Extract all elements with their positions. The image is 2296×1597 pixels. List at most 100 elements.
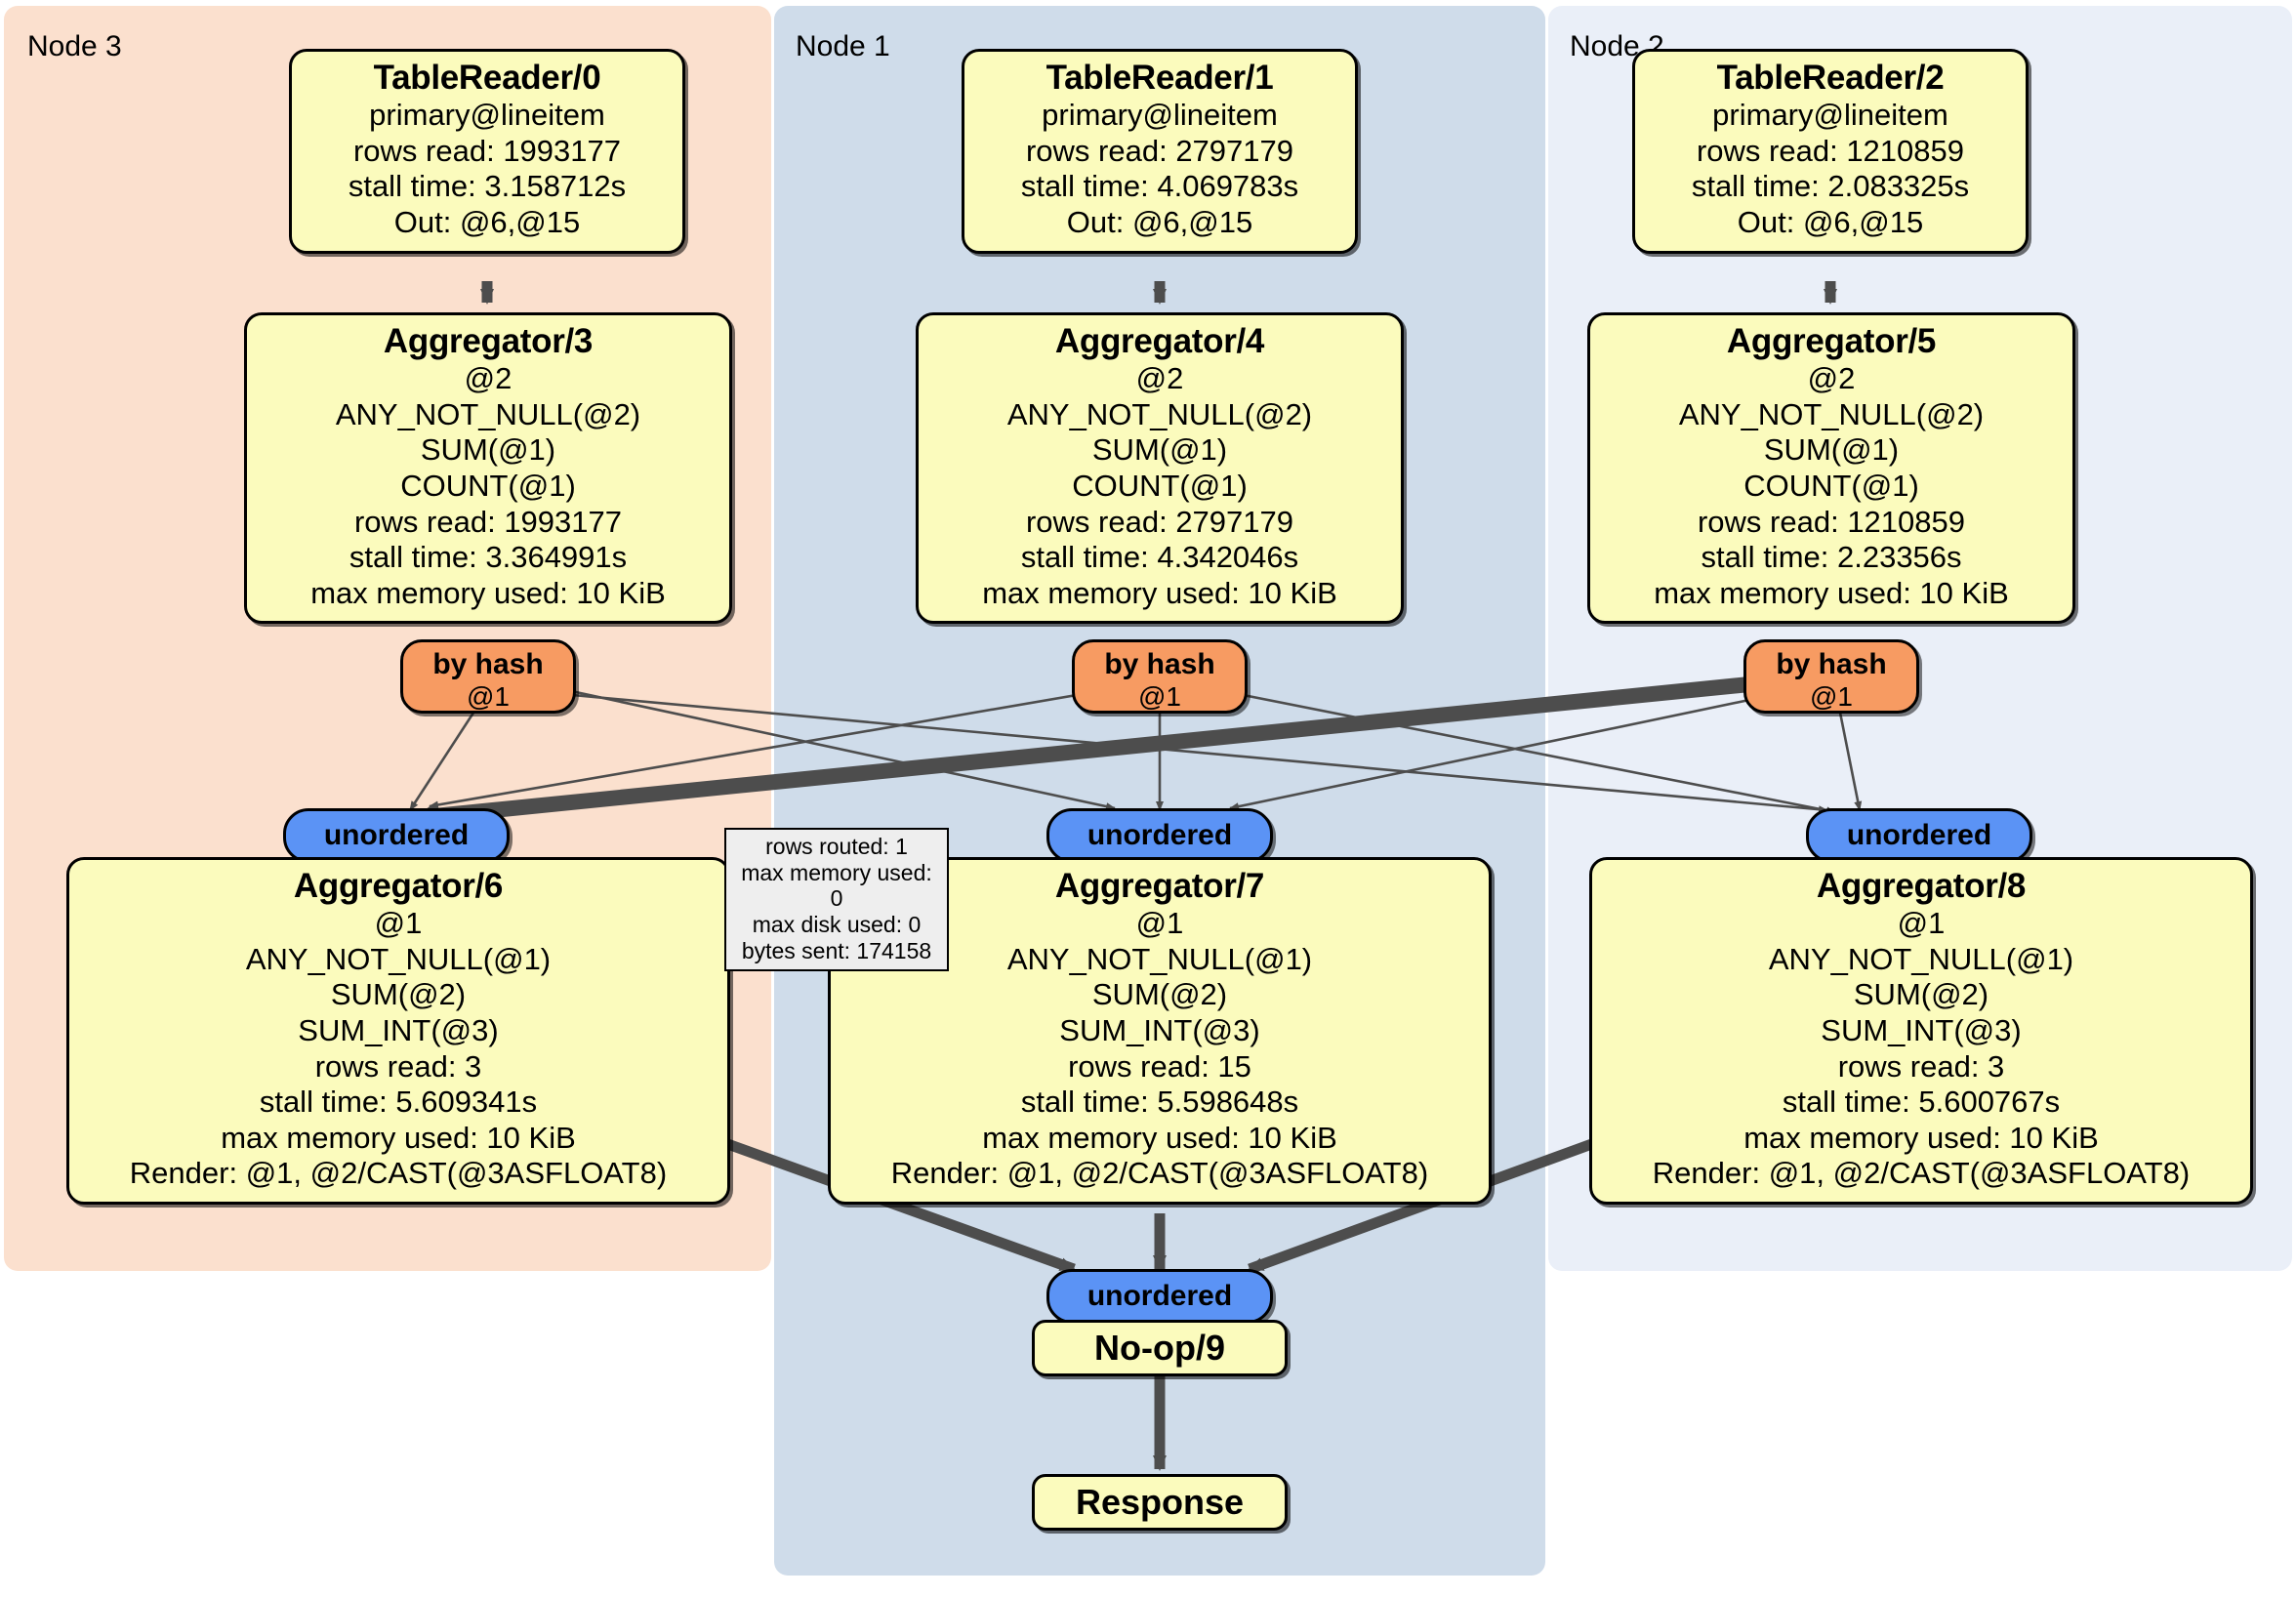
operator-detail: ANY_NOT_NULL(@1) bbox=[245, 941, 552, 976]
operator-detail: stall time: 3.158712s bbox=[348, 169, 627, 204]
operator-detail: rows read: 1993177 bbox=[353, 504, 623, 539]
operator-detail: rows read: 2797179 bbox=[1025, 504, 1294, 539]
operator-detail: @1 bbox=[1897, 906, 1946, 941]
tooltip-line: bytes sent: 174158 bbox=[741, 937, 932, 963]
edge-bh5-un6-highlighted bbox=[411, 673, 1789, 830]
operator-no-op-9[interactable]: No-op/9 bbox=[1032, 1320, 1288, 1376]
edge-stats-tooltip: rows routed: 1 max memory used: 0 max di… bbox=[724, 828, 949, 972]
synchronizer-unordered-6[interactable]: unordered bbox=[283, 808, 510, 863]
operator-detail: Render: @1, @2/CAST(@3ASFLOAT8) bbox=[1652, 1156, 2191, 1191]
operator-detail: @1 bbox=[374, 906, 423, 941]
operator-detail: ANY_NOT_NULL(@1) bbox=[1006, 941, 1313, 976]
synchronizer-unordered-8[interactable]: unordered bbox=[1806, 808, 2032, 863]
synchronizer-label: unordered bbox=[1846, 819, 1992, 852]
operator-detail: rows read: 3 bbox=[1837, 1048, 2005, 1084]
operator-detail: Render: @1, @2/CAST(@3ASFLOAT8) bbox=[890, 1156, 1429, 1191]
operator-detail: SUM_INT(@3) bbox=[1821, 1013, 2022, 1048]
synchronizer-unordered-7[interactable]: unordered bbox=[1046, 808, 1273, 863]
operator-table-reader-1[interactable]: TableReader/1 primary@lineitem rows read… bbox=[962, 49, 1358, 254]
operator-detail: ANY_NOT_NULL(@1) bbox=[1768, 941, 2074, 976]
operator-detail: primary@lineitem bbox=[1042, 98, 1278, 133]
operator-title: TableReader/1 bbox=[1046, 59, 1274, 97]
operator-detail: rows read: 1210859 bbox=[1697, 504, 1966, 539]
operator-detail: Out: @6,@15 bbox=[1066, 205, 1253, 240]
edge-agg6-un9 bbox=[720, 1136, 1076, 1275]
operator-detail: SUM(@1) bbox=[1091, 432, 1228, 468]
operator-detail: stall time: 3.364991s bbox=[348, 540, 628, 575]
operator-detail: SUM_INT(@3) bbox=[1059, 1013, 1260, 1048]
operator-detail: COUNT(@1) bbox=[400, 469, 576, 504]
operator-detail: Out: @6,@15 bbox=[1737, 205, 1924, 240]
operator-detail: max memory used: 10 KiB bbox=[1743, 1120, 2099, 1155]
operator-title: No-op/9 bbox=[1094, 1328, 1225, 1368]
operator-detail: Render: @1, @2/CAST(@3ASFLOAT8) bbox=[129, 1156, 668, 1191]
tooltip-line: max memory used: 0 bbox=[741, 859, 932, 912]
router-column: @1 bbox=[467, 680, 510, 712]
operator-title: Aggregator/6 bbox=[293, 867, 504, 905]
router-label: by hash bbox=[1776, 648, 1887, 680]
operator-detail: stall time: 2.083325s bbox=[1691, 169, 1970, 204]
operator-detail: SUM(@2) bbox=[1853, 977, 1989, 1012]
operator-detail: ANY_NOT_NULL(@2) bbox=[335, 396, 641, 431]
edge-bh5-un8 bbox=[1838, 712, 1863, 811]
operator-detail: @2 bbox=[1807, 361, 1856, 396]
operator-detail: stall time: 5.600767s bbox=[1782, 1085, 2061, 1120]
synchronizer-label: unordered bbox=[1086, 1280, 1233, 1313]
operator-title: Aggregator/3 bbox=[383, 322, 594, 360]
operator-table-reader-2[interactable]: TableReader/2 primary@lineitem rows read… bbox=[1632, 49, 2029, 254]
operator-title: Aggregator/7 bbox=[1054, 867, 1265, 905]
operator-detail: SUM(@1) bbox=[1763, 432, 1900, 468]
operator-detail: stall time: 4.342046s bbox=[1020, 540, 1299, 575]
operator-detail: SUM(@1) bbox=[420, 432, 556, 468]
synchronizer-unordered-9[interactable]: unordered bbox=[1046, 1269, 1273, 1324]
operator-detail: max memory used: 10 KiB bbox=[221, 1120, 576, 1155]
operator-aggregator-4[interactable]: Aggregator/4 @2 ANY_NOT_NULL(@2) SUM(@1)… bbox=[916, 312, 1404, 625]
operator-detail: @2 bbox=[1135, 361, 1184, 396]
operator-detail: SUM_INT(@3) bbox=[298, 1013, 499, 1048]
operator-detail: stall time: 2.23356s bbox=[1701, 540, 1962, 575]
router-by-hash-3[interactable]: by hash @1 bbox=[400, 639, 576, 714]
operator-detail: rows read: 1993177 bbox=[352, 133, 622, 168]
operator-detail: COUNT(@1) bbox=[1743, 469, 1919, 504]
router-by-hash-4[interactable]: by hash @1 bbox=[1072, 639, 1248, 714]
edge-agg8-un9 bbox=[1248, 1136, 1599, 1275]
operator-table-reader-0[interactable]: TableReader/0 primary@lineitem rows read… bbox=[289, 49, 685, 254]
operator-detail: stall time: 5.609341s bbox=[259, 1085, 538, 1120]
operator-aggregator-3[interactable]: Aggregator/3 @2 ANY_NOT_NULL(@2) SUM(@1)… bbox=[244, 312, 732, 625]
operator-title: Aggregator/8 bbox=[1816, 867, 2027, 905]
operator-title: Response bbox=[1075, 1482, 1245, 1522]
operator-title: TableReader/0 bbox=[373, 59, 601, 97]
router-by-hash-5[interactable]: by hash @1 bbox=[1743, 639, 1919, 714]
cluster-label-node3: Node 3 bbox=[27, 30, 122, 62]
operator-detail: @2 bbox=[464, 361, 512, 396]
operator-detail: SUM(@2) bbox=[1091, 977, 1228, 1012]
operator-title: Aggregator/4 bbox=[1054, 322, 1265, 360]
edge-bh5-un7 bbox=[1229, 688, 1797, 811]
operator-detail: primary@lineitem bbox=[369, 98, 605, 133]
tooltip-line: rows routed: 1 bbox=[765, 834, 908, 859]
edge-bh4-un6 bbox=[429, 684, 1128, 809]
operator-detail: COUNT(@1) bbox=[1072, 469, 1248, 504]
operator-aggregator-8[interactable]: Aggregator/8 @1 ANY_NOT_NULL(@1) SUM(@2)… bbox=[1589, 857, 2253, 1205]
operator-aggregator-5[interactable]: Aggregator/5 @2 ANY_NOT_NULL(@2) SUM(@1)… bbox=[1587, 312, 2075, 625]
synchronizer-label: unordered bbox=[323, 819, 470, 852]
edge-bh3-un6 bbox=[408, 709, 477, 811]
operator-detail: rows read: 1210859 bbox=[1696, 133, 1965, 168]
tooltip-line: max disk used: 0 bbox=[752, 912, 922, 938]
cluster-label-node1: Node 1 bbox=[796, 30, 890, 62]
operator-aggregator-6[interactable]: Aggregator/6 @1 ANY_NOT_NULL(@1) SUM(@2)… bbox=[66, 857, 730, 1205]
router-label: by hash bbox=[1104, 648, 1215, 680]
edge-bh3-un8 bbox=[551, 691, 1828, 814]
operator-detail: Out: @6,@15 bbox=[393, 205, 581, 240]
synchronizer-label: unordered bbox=[1086, 819, 1233, 852]
operator-detail: @1 bbox=[1135, 906, 1184, 941]
operator-response[interactable]: Response bbox=[1032, 1474, 1288, 1531]
operator-detail: max memory used: 10 KiB bbox=[982, 1120, 1337, 1155]
operator-detail: rows read: 3 bbox=[314, 1048, 482, 1084]
operator-detail: ANY_NOT_NULL(@2) bbox=[1678, 396, 1985, 431]
operator-detail: primary@lineitem bbox=[1712, 98, 1948, 133]
router-column: @1 bbox=[1138, 680, 1181, 712]
operator-title: Aggregator/5 bbox=[1726, 322, 1937, 360]
operator-detail: rows read: 2797179 bbox=[1025, 133, 1294, 168]
